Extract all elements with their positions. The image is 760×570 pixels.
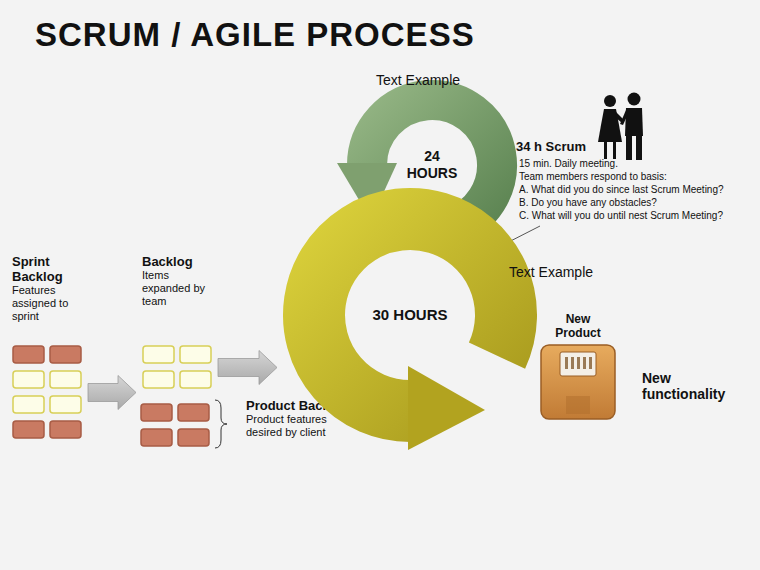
product-heading: New Product — [547, 312, 609, 340]
text-label: Text Example — [509, 264, 593, 280]
bracket — [213, 398, 233, 450]
product-node: New Product — [528, 312, 628, 420]
cycle-node: 30 HOURS — [283, 188, 537, 442]
backlog-node: BacklogItems expanded by team — [142, 254, 222, 386]
backlog-item-grid — [142, 345, 212, 390]
text-label: 15 min. Daily meeting. — [519, 158, 618, 169]
backlog-description: Features assigned to sprint — [12, 284, 84, 323]
backlog-heading: Backlog — [142, 254, 218, 269]
backlog-description: Items expanded by team — [142, 269, 212, 308]
text-label: Text Example — [376, 72, 460, 88]
cycle-duration: 24 HOURS — [403, 148, 461, 182]
backlog-node: Sprint BacklogFeatures assigned to sprin… — [12, 254, 94, 446]
backlog-item-grid — [140, 403, 210, 448]
text-label: New functionality — [642, 370, 742, 402]
people-silhouette — [598, 93, 643, 161]
backlog-item-grid — [12, 345, 82, 440]
text-label: B. Do you have any obstacles? — [519, 197, 657, 208]
diagram-title: SCRUM / AGILE PROCESS — [35, 16, 475, 54]
flow-arrow — [218, 351, 277, 385]
text-label: 34 h Scrum — [516, 139, 586, 154]
cycle-duration: 30 HOURS — [355, 306, 465, 324]
text-label: Team members respond to basis: — [519, 171, 667, 182]
text-label: C. What will you do until nest Scrum Mee… — [519, 210, 723, 221]
backlog-heading: Sprint Backlog — [12, 254, 90, 284]
flow-arrow — [88, 376, 136, 410]
product-icon — [540, 344, 616, 420]
text-label: A. What did you do since last Scrum Meet… — [519, 184, 724, 195]
